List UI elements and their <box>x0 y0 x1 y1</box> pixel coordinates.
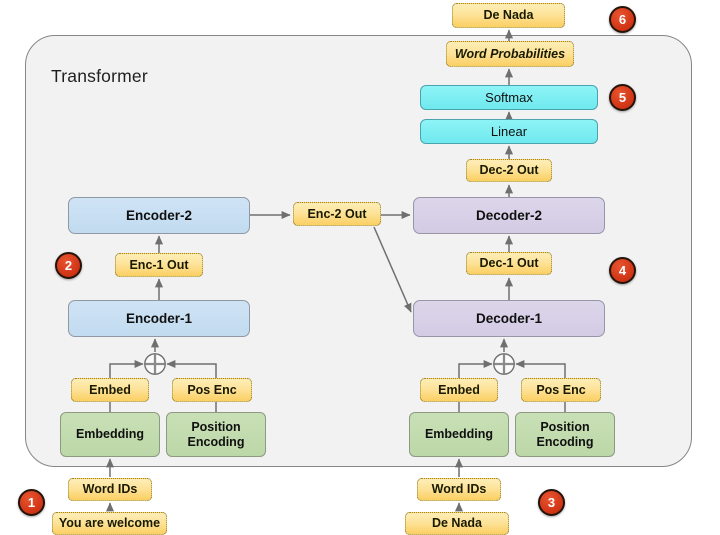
node-dec-posenc-note[interactable]: Pos Enc <box>521 378 601 402</box>
step-badge-4: 4 <box>609 257 636 284</box>
node-dec-word-ids[interactable]: Word IDs <box>417 478 501 501</box>
node-decoder-2[interactable]: Decoder-2 <box>413 197 605 234</box>
node-dec-embed-note[interactable]: Embed <box>420 378 498 402</box>
node-out-de-nada[interactable]: De Nada <box>452 3 565 28</box>
node-in-de-nada[interactable]: De Nada <box>405 512 509 535</box>
node-dec-2-out[interactable]: Dec-2 Out <box>466 159 552 182</box>
step-badge-5: 5 <box>609 84 636 111</box>
node-enc-2-out[interactable]: Enc-2 Out <box>293 202 381 226</box>
node-dec-embedding[interactable]: Embedding <box>409 412 509 457</box>
decoder-add-plus-icon <box>492 352 516 376</box>
step-badge-6: 6 <box>609 6 636 33</box>
node-enc-posenc-note[interactable]: Pos Enc <box>172 378 252 402</box>
node-enc-embed-note[interactable]: Embed <box>71 378 149 402</box>
node-enc-position-enc[interactable]: Position Encoding <box>166 412 266 457</box>
encoder-add-plus-icon <box>143 352 167 376</box>
node-in-you-are-welcome[interactable]: You are welcome <box>52 512 167 535</box>
step-badge-1: 1 <box>18 489 45 516</box>
node-softmax[interactable]: Softmax <box>420 85 598 110</box>
step-badge-3: 3 <box>538 489 565 516</box>
node-enc-embedding[interactable]: Embedding <box>60 412 160 457</box>
node-dec-position-enc[interactable]: Position Encoding <box>515 412 615 457</box>
diagram-title: Transformer <box>51 66 148 86</box>
node-encoder-2[interactable]: Encoder-2 <box>68 197 250 234</box>
node-encoder-1[interactable]: Encoder-1 <box>68 300 250 337</box>
node-enc-1-out[interactable]: Enc-1 Out <box>115 253 203 277</box>
node-dec-1-out[interactable]: Dec-1 Out <box>466 252 552 275</box>
node-decoder-1[interactable]: Decoder-1 <box>413 300 605 337</box>
node-enc-word-ids[interactable]: Word IDs <box>68 478 152 501</box>
node-word-probabilities[interactable]: Word Probabilities <box>446 41 574 67</box>
node-linear[interactable]: Linear <box>420 119 598 144</box>
step-badge-2: 2 <box>55 252 82 279</box>
